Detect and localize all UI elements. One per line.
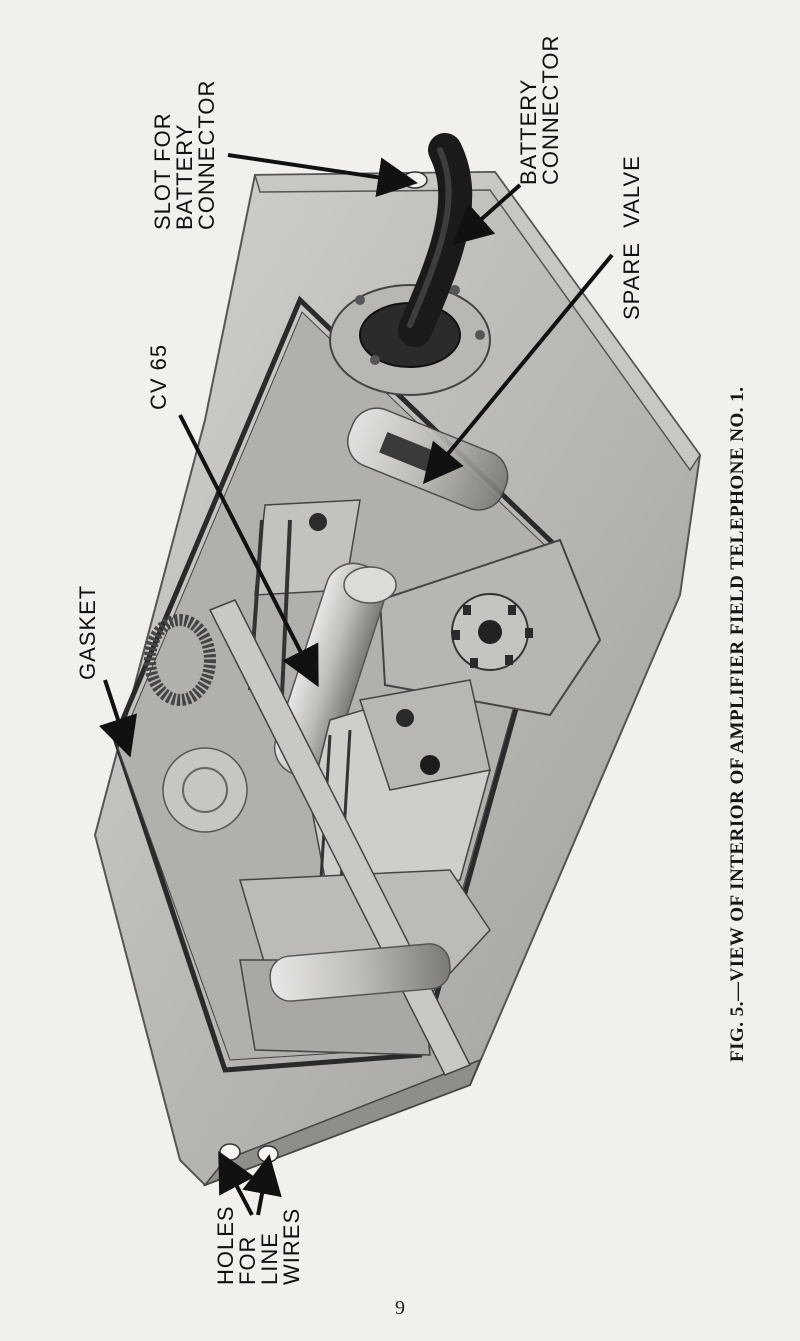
- label-battery-connector: BATTERY CONNECTOR: [516, 34, 563, 185]
- arrow-spare-valve: [422, 253, 614, 485]
- chassis: [144, 499, 602, 1163]
- arrow-gasket: [99, 679, 138, 758]
- page-number: 9: [395, 1297, 405, 1319]
- label-slot-for-battery-connector: SLOT FOR BATTERY CONNECTOR: [150, 79, 219, 230]
- label-cv65: CV 65: [146, 343, 171, 410]
- arrow-battery-connector: [452, 183, 522, 246]
- label-gasket: GASKET: [75, 584, 100, 680]
- figure-caption: FIG. 5.—VIEW OF INTERIOR OF AMPLIFIER FI…: [727, 386, 748, 1062]
- arrow-hole-1: [218, 1150, 255, 1216]
- arrow-slot: [227, 153, 418, 198]
- label-holes-for-line-wires: HOLES FOR LINE WIRES: [213, 1205, 304, 1285]
- label-spare-valve: SPARE VALVE: [619, 155, 644, 320]
- arrow-hole-2: [242, 1154, 282, 1216]
- leader-arrows: [99, 153, 614, 1216]
- arrow-cv65: [178, 414, 319, 688]
